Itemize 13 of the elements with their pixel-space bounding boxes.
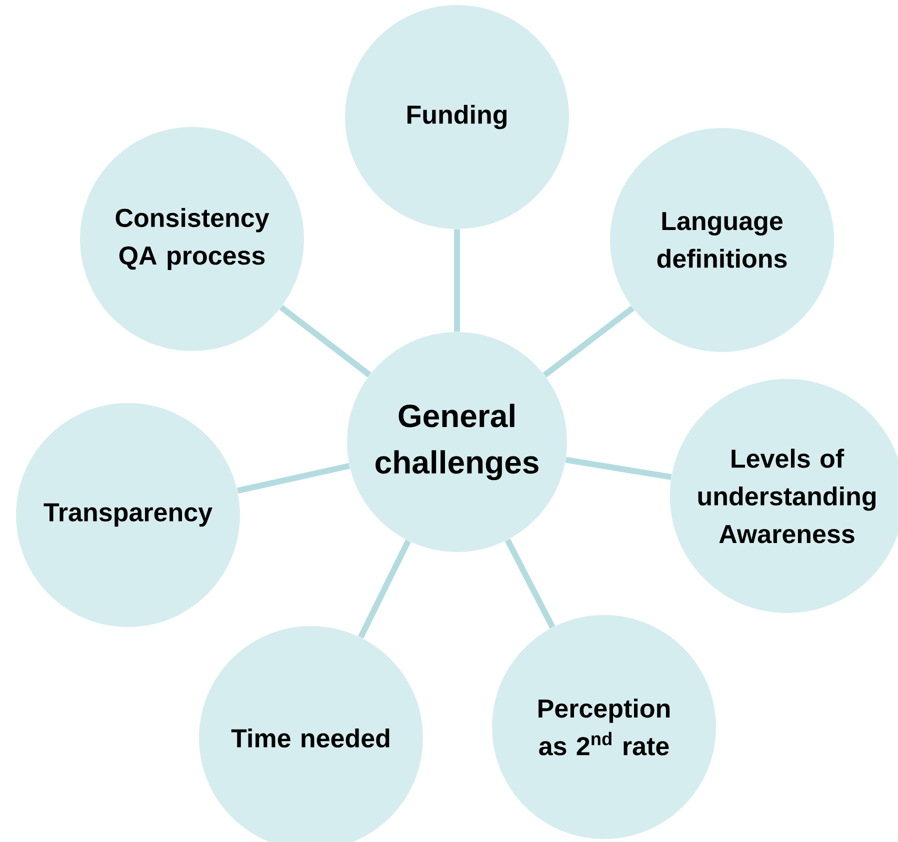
circle-node: Perception as 2$^{nd}$ rate bbox=[492, 615, 716, 839]
connector-line bbox=[454, 229, 460, 332]
connector-line bbox=[542, 306, 635, 378]
circle-node: Funding bbox=[345, 4, 569, 229]
connector-line bbox=[279, 304, 372, 378]
circle-node: Transparency bbox=[16, 403, 240, 627]
circle-node: Language definitions bbox=[610, 128, 834, 352]
circle-node: General challenges bbox=[347, 332, 567, 552]
connector-line bbox=[358, 540, 411, 639]
circle-node: Consistency QA process bbox=[80, 127, 304, 351]
connector-line bbox=[504, 538, 556, 629]
connector-line bbox=[565, 456, 672, 480]
connector-line bbox=[236, 462, 350, 494]
